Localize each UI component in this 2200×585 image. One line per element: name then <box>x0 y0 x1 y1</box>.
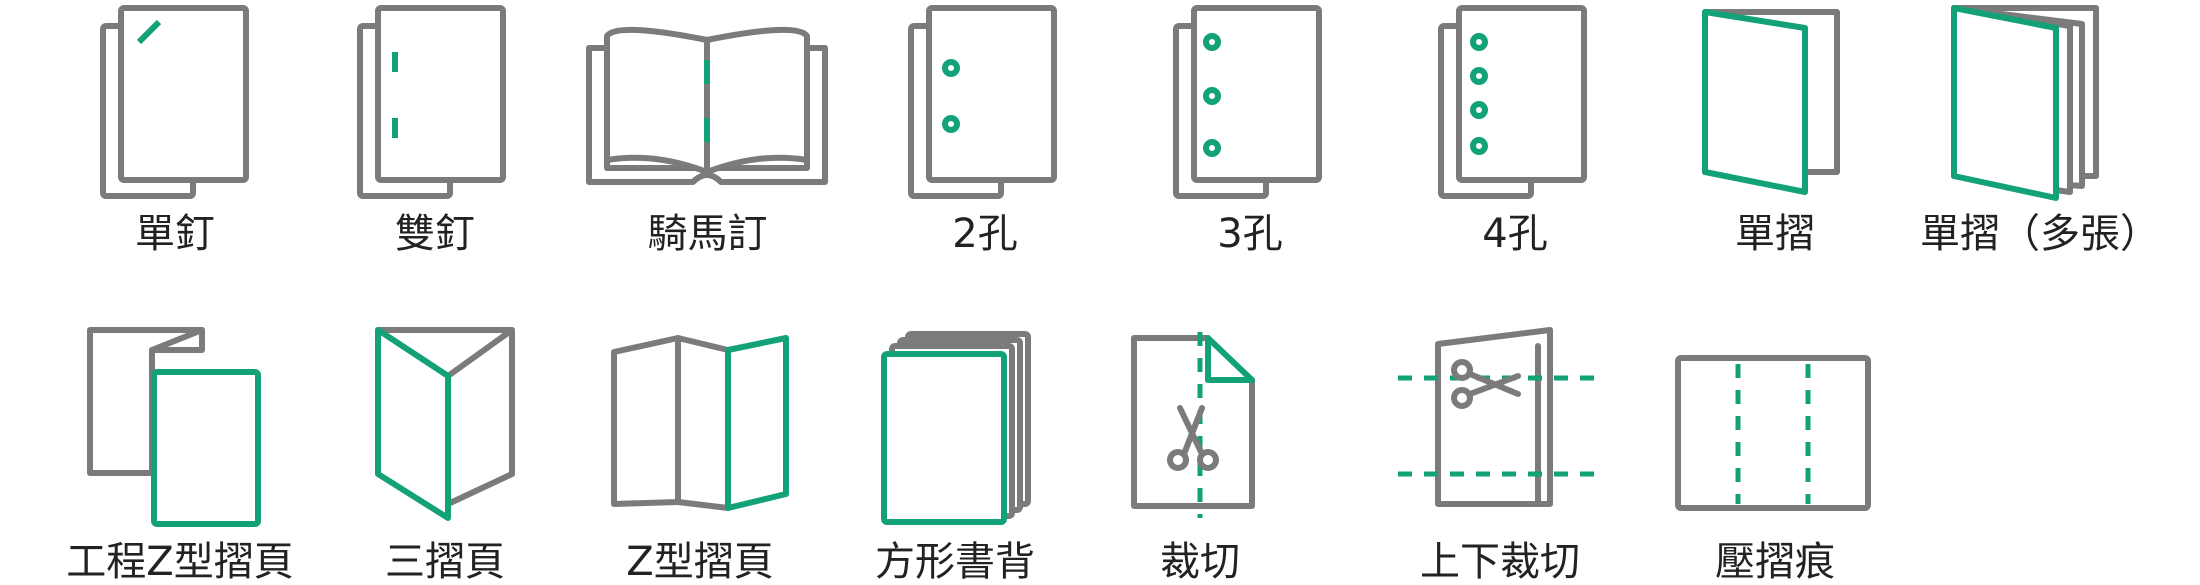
option-label: 單摺（多張） <box>1920 211 2160 257</box>
option-label: 4孔 <box>1482 211 1548 257</box>
tri-fold-icon <box>375 327 515 521</box>
punch-4-hole-icon <box>1438 5 1587 199</box>
option-z-fold[interactable]: Z型摺頁 <box>600 318 800 585</box>
top-bottom-trim-icon <box>1398 327 1596 507</box>
scissors-icon <box>1451 359 1521 409</box>
option-2-hole-punch[interactable]: 2孔 <box>905 0 1065 260</box>
option-saddle-stitch[interactable]: 騎馬訂 <box>585 0 830 260</box>
engineering-z-fold-icon <box>87 327 261 527</box>
option-label: 上下裁切 <box>1420 539 1580 585</box>
option-single-staple[interactable]: 單釘 <box>95 0 255 260</box>
option-square-back[interactable]: 方形書背 <box>870 318 1040 585</box>
option-label: 單摺 <box>1735 211 1815 257</box>
option-label: 2孔 <box>952 211 1018 257</box>
option-label: 雙釘 <box>395 211 475 257</box>
option-crease[interactable]: 壓摺痕 <box>1670 318 1880 585</box>
single-fold-icon <box>1702 9 1840 195</box>
option-label: 3孔 <box>1217 211 1283 257</box>
option-top-bottom-trim[interactable]: 上下裁切 <box>1390 318 1610 585</box>
crease-icon <box>1675 355 1871 511</box>
option-double-staple[interactable]: 雙釘 <box>355 0 515 260</box>
single-fold-multi-icon <box>1951 5 2099 201</box>
option-trim[interactable]: 裁切 <box>1120 318 1280 585</box>
option-label: 方形書背 <box>875 539 1035 585</box>
option-label: 裁切 <box>1160 539 1240 585</box>
option-label: Z型摺頁 <box>626 539 774 585</box>
option-single-fold[interactable]: 單摺 <box>1695 0 1855 260</box>
z-fold-icon <box>611 335 789 511</box>
option-3-hole-punch[interactable]: 3孔 <box>1170 0 1330 260</box>
option-single-fold-multi[interactable]: 單摺（多張） <box>1920 0 2160 260</box>
staple-single-icon <box>100 5 249 199</box>
option-tri-fold[interactable]: 三摺頁 <box>360 318 530 585</box>
scissors-icon <box>1167 405 1219 471</box>
option-4-hole-punch[interactable]: 4孔 <box>1435 0 1595 260</box>
staple-double-icon <box>357 5 506 199</box>
punch-3-hole-icon <box>1173 5 1322 199</box>
option-engineering-z-fold[interactable]: 工程Z型摺頁 <box>60 318 300 585</box>
punch-2-hole-icon <box>908 5 1057 199</box>
option-label: 壓摺痕 <box>1715 539 1835 585</box>
option-label: 騎馬訂 <box>647 211 768 257</box>
option-label: 工程Z型摺頁 <box>66 539 294 585</box>
option-label: 三摺頁 <box>385 539 505 585</box>
option-label: 單釘 <box>135 211 215 257</box>
saddle-stitch-icon <box>586 26 828 185</box>
trim-icon <box>1131 332 1255 518</box>
square-back-icon <box>881 331 1031 525</box>
